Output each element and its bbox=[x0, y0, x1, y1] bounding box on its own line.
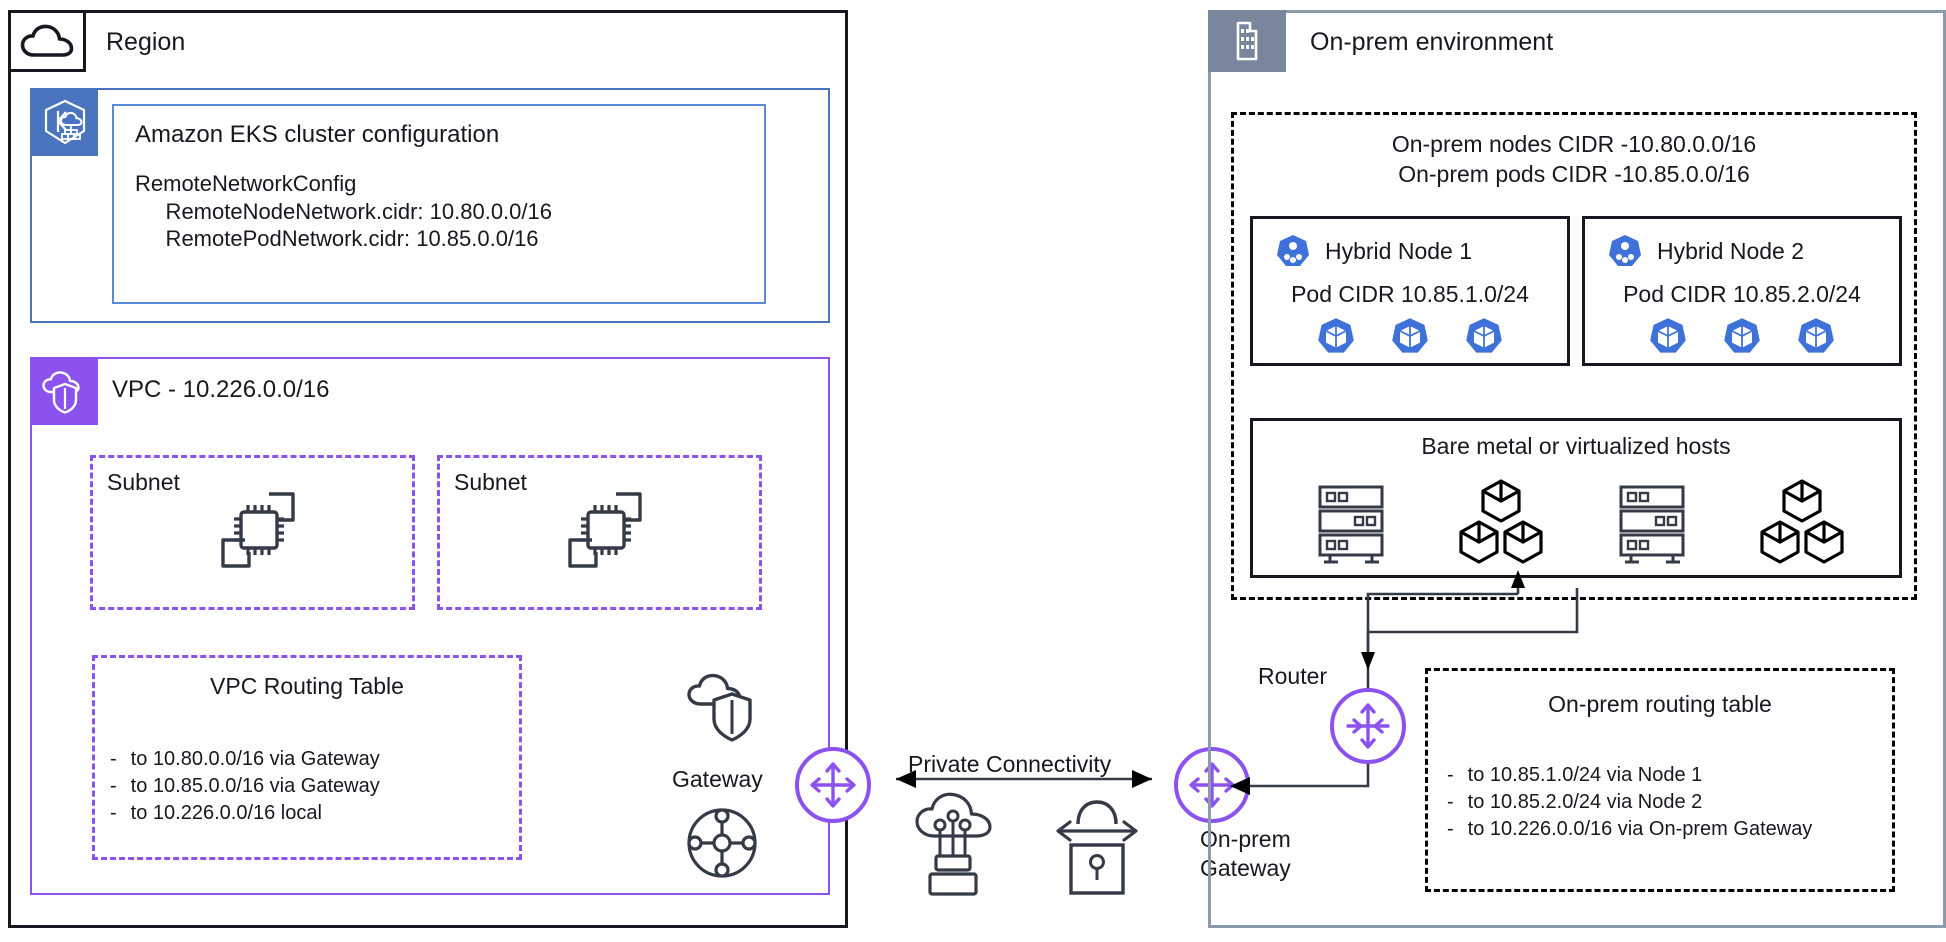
row-text: to 10.85.1.0/24 via Node 1 bbox=[1467, 764, 1703, 786]
network-interface-icon bbox=[215, 488, 301, 576]
kubernetes-pod-icon bbox=[1318, 318, 1354, 353]
kubernetes-pod-icon bbox=[1650, 318, 1686, 353]
vpc-routing-table bbox=[92, 655, 522, 860]
region-container bbox=[8, 10, 848, 928]
subnet-2 bbox=[437, 455, 762, 610]
container-cubes-icon bbox=[1760, 479, 1844, 564]
kubernetes-pod-icon bbox=[1724, 318, 1760, 353]
subnet-1-label: Subnet bbox=[107, 469, 180, 495]
cloud-icon bbox=[20, 24, 74, 57]
eks-config-inner-panel bbox=[112, 104, 766, 304]
building-icon bbox=[1208, 10, 1286, 72]
network-mesh-icon bbox=[684, 805, 760, 881]
double-arrow-icon bbox=[874, 766, 1174, 792]
aws-gateway-transit-icon[interactable] bbox=[795, 747, 871, 823]
onprem-environment-container bbox=[1208, 10, 1946, 928]
onprem-title: On-prem environment bbox=[1310, 28, 1554, 56]
vpc-routing-table-rows: - to 10.80.0.0/16 via Gateway - to 10.85… bbox=[110, 748, 380, 829]
row-bullet: - bbox=[1447, 818, 1454, 840]
onprem-nodes-cidr: On-prem nodes CIDR -10.80.0.0/16 bbox=[1391, 131, 1757, 157]
table-row: - to 10.226.0.0/16 local bbox=[110, 802, 380, 825]
hybrid-node-1: Hybrid Node 1 Pod CIDR 10.85.1.0/24 bbox=[1250, 216, 1570, 366]
vpc-title: VPC - 10.226.0.0/16 bbox=[112, 376, 330, 403]
row-text: to 10.80.0.0/16 via Gateway bbox=[130, 748, 380, 770]
amazon-eks-icon bbox=[32, 90, 98, 156]
region-title: Region bbox=[106, 28, 186, 56]
container-cubes-icon bbox=[1459, 479, 1543, 564]
row-text: to 10.226.0.0/16 via On-prem Gateway bbox=[1467, 818, 1813, 840]
vpc-routing-table-title: VPC Routing Table bbox=[210, 673, 404, 699]
bare-metal-title: Bare metal or virtualized hosts bbox=[1421, 433, 1731, 459]
vpc-icon bbox=[32, 359, 98, 425]
table-row: - to 10.85.0.0/16 via Gateway bbox=[110, 775, 380, 798]
row-bullet: - bbox=[110, 802, 117, 824]
router-label: Router bbox=[1258, 663, 1328, 689]
bare-metal-icons bbox=[1308, 478, 1848, 568]
table-row: - to 10.226.0.0/16 via On-prem Gateway bbox=[1447, 818, 1812, 841]
row-bullet: - bbox=[110, 748, 117, 770]
kubernetes-pod-icon bbox=[1392, 318, 1428, 353]
eks-config-title: Amazon EKS cluster configuration bbox=[135, 121, 500, 148]
onprem-pods-cidr: On-prem pods CIDR -10.85.0.0/16 bbox=[1398, 160, 1750, 187]
site-to-site-vpn-lock-icon bbox=[1056, 800, 1138, 895]
kubernetes-node-icon bbox=[1277, 235, 1309, 266]
private-connectivity-label: Private Connectivity bbox=[908, 751, 1112, 777]
hybrid-node-1-pods bbox=[1253, 316, 1567, 356]
table-row: - to 10.80.0.0/16 via Gateway bbox=[110, 748, 380, 771]
kubernetes-pod-icon bbox=[1798, 318, 1834, 353]
row-bullet: - bbox=[1447, 764, 1454, 786]
private-connectivity-icons bbox=[912, 790, 1144, 898]
onprem-routing-table bbox=[1425, 668, 1895, 892]
row-bullet: - bbox=[1447, 791, 1454, 813]
server-rack-icon bbox=[1318, 485, 1384, 564]
hybrid-node-2-pod-cidr: Pod CIDR 10.85.2.0/24 bbox=[1623, 281, 1861, 307]
subnet-2-label: Subnet bbox=[454, 469, 527, 495]
row-text: to 10.85.0.0/16 via Gateway bbox=[130, 775, 380, 797]
onprem-routing-table-title: On-prem routing table bbox=[1548, 691, 1772, 717]
onprem-gateway-label: On-prem Gateway bbox=[1200, 826, 1291, 881]
hybrid-node-1-pod-cidr: Pod CIDR 10.85.1.0/24 bbox=[1291, 281, 1529, 307]
kubernetes-pod-icon bbox=[1466, 318, 1502, 353]
cloud-direct-connect-icon bbox=[915, 792, 992, 896]
table-row: - to 10.85.2.0/24 via Node 2 bbox=[1447, 791, 1812, 814]
gateway-label: Gateway bbox=[672, 766, 763, 792]
server-rack-icon bbox=[1619, 485, 1685, 564]
table-row: - to 10.85.1.0/24 via Node 1 bbox=[1447, 764, 1812, 787]
hybrid-node-2: Hybrid Node 2 Pod CIDR 10.85.2.0/24 bbox=[1582, 216, 1902, 366]
eks-remote-network-config: RemoteNetworkConfig RemoteNodeNetwork.ci… bbox=[135, 171, 552, 252]
subnet-1 bbox=[90, 455, 415, 610]
hybrid-node-2-pods bbox=[1585, 316, 1899, 356]
region-icon-badge bbox=[8, 10, 86, 72]
onprem-routing-table-rows: - to 10.85.1.0/24 via Node 1 - to 10.85.… bbox=[1447, 764, 1812, 845]
row-text: to 10.226.0.0/16 local bbox=[130, 802, 322, 824]
cloud-shield-icon bbox=[685, 672, 763, 748]
row-bullet: - bbox=[110, 775, 117, 797]
row-text: to 10.85.2.0/24 via Node 2 bbox=[1467, 791, 1703, 813]
router-icon[interactable] bbox=[1330, 688, 1406, 764]
hybrid-node-1-title: Hybrid Node 1 bbox=[1325, 237, 1473, 264]
kubernetes-node-icon bbox=[1609, 235, 1641, 266]
onprem-cidr-lines: On-prem nodes CIDR -10.80.0.0/16 On-prem… bbox=[1231, 130, 1917, 190]
hybrid-node-2-title: Hybrid Node 2 bbox=[1657, 237, 1805, 264]
network-interface-icon bbox=[562, 488, 648, 576]
